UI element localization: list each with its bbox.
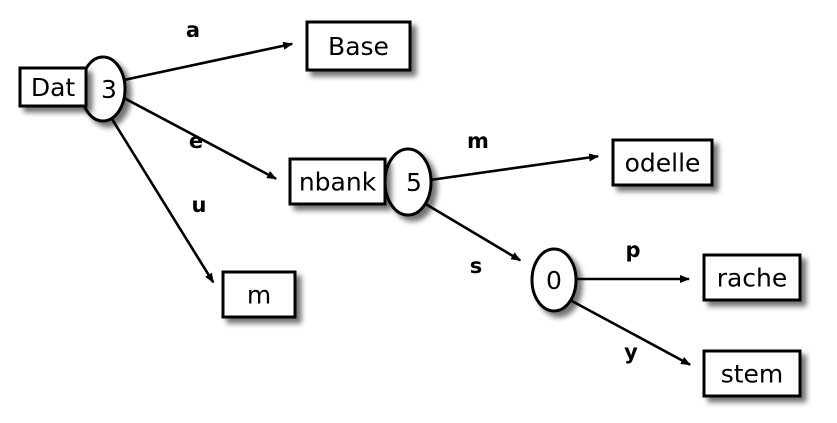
edge-label-edge-m: m (467, 129, 489, 153)
node-zero-ellipse[interactable] (530, 247, 578, 313)
edge-label-edge-a: a (186, 18, 200, 42)
node-stem-rect[interactable] (702, 349, 802, 398)
node-rache-rect[interactable] (702, 253, 802, 302)
node-base-rect[interactable] (305, 20, 412, 72)
edge-label-edge-y: y (624, 340, 638, 364)
node-nbank-ellipse[interactable] (383, 147, 433, 217)
node-odelle-rect[interactable] (611, 138, 714, 187)
edge-label-edge-s: s (470, 254, 483, 278)
node-m-box-rect[interactable] (221, 270, 297, 319)
node-nbank-rect[interactable] (288, 157, 387, 206)
edge-label-edge-u: u (192, 193, 207, 217)
edge-label-edge-p: p (625, 238, 640, 262)
edge-s-line[interactable] (423, 201, 522, 262)
node-root-ellipse[interactable] (79, 55, 127, 123)
edge-y-line[interactable] (569, 298, 691, 366)
edge-a-line[interactable] (123, 41, 294, 82)
edge-u-line[interactable] (110, 118, 215, 284)
edges-layer (110, 41, 691, 366)
edge-e-line[interactable] (123, 96, 277, 180)
node-root-rect[interactable] (18, 66, 88, 108)
edge-m-line[interactable] (429, 153, 600, 182)
